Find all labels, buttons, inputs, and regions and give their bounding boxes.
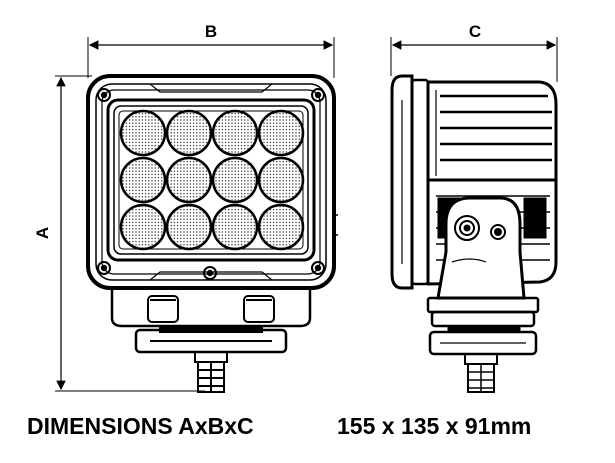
pivot-knob-icon [454, 215, 480, 241]
dimension-a: A [33, 75, 205, 392]
screw-icon [97, 88, 325, 280]
front-view [86, 74, 338, 393]
dimension-a-label: A [33, 227, 52, 239]
lens-frame [106, 98, 316, 262]
side-view [390, 74, 558, 393]
dimensions-label: DIMENSIONS AxBxC [27, 413, 254, 439]
dimension-c-label: C [469, 22, 481, 41]
front-mount [110, 288, 312, 393]
dimensions-value: 155 x 135 x 91mm [337, 413, 532, 439]
side-bracket [436, 196, 526, 300]
front-housing [86, 74, 336, 290]
led-array [119, 109, 305, 251]
dimension-b-label: B [205, 22, 217, 41]
adjust-screw-icon [490, 224, 506, 240]
dimension-b: B [87, 22, 335, 78]
side-bezel [390, 74, 414, 290]
dimension-c: C [390, 22, 558, 82]
